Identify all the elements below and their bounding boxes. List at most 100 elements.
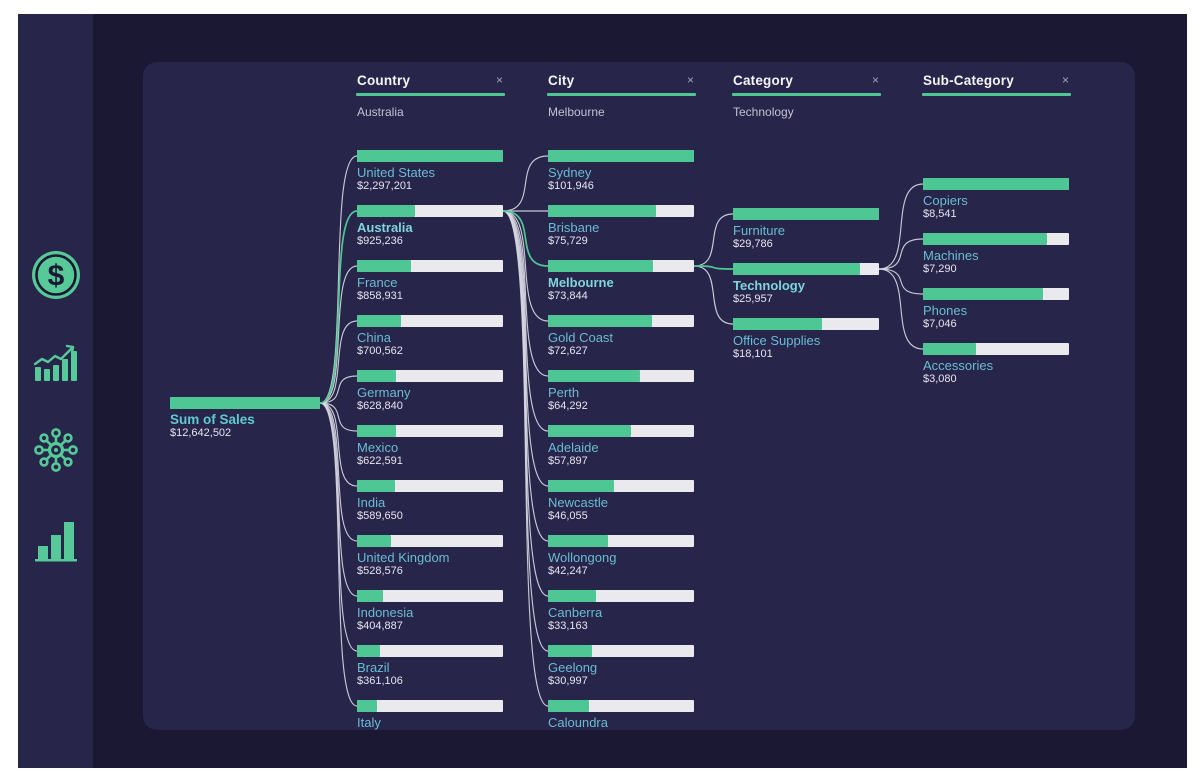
value-bar-fill [357,700,378,712]
tree-node-mexico[interactable]: Mexico$622,591 [357,425,503,471]
tree-node-machines[interactable]: Machines$7,290 [923,233,1069,279]
node-label: Sum of Sales [170,412,255,427]
tree-node-india[interactable]: India$589,650 [357,480,503,526]
tree-node-sydney[interactable]: Sydney$101,946 [548,150,694,196]
tree-node-office-supplies[interactable]: Office Supplies$18,101 [733,318,879,364]
tree-node-italy[interactable]: Italy [357,700,503,730]
tree-node-newcastle[interactable]: Newcastle$46,055 [548,480,694,526]
tree-node-canberra[interactable]: Canberra$33,163 [548,590,694,636]
value-bar [357,700,503,712]
value-bar-fill [923,288,1043,300]
value-bar-fill [548,480,614,492]
node-value: $8,541 [923,208,957,220]
value-bar [357,480,503,492]
value-bar [170,397,320,409]
level-header-category: Category×Technology [732,72,881,124]
node-label: Indonesia [357,605,414,620]
tree-node-perth[interactable]: Perth$64,292 [548,370,694,416]
node-value: $925,236 [357,235,403,247]
value-bar-fill [733,318,823,330]
level-underline [732,93,881,96]
node-label: Newcastle [548,495,608,510]
tree-node-united-kingdom[interactable]: United Kingdom$528,576 [357,535,503,581]
network-icon[interactable] [32,426,80,479]
level-header-sub-category: Sub-Category× [922,72,1071,124]
value-bar [357,315,503,327]
node-label: Copiers [923,193,968,208]
tree-node-china[interactable]: China$700,562 [357,315,503,361]
node-label: United Kingdom [357,550,450,565]
tree-node-gold-coast[interactable]: Gold Coast$72,627 [548,315,694,361]
node-value: $72,627 [548,345,588,357]
tree-node-geelong[interactable]: Geelong$30,997 [548,645,694,691]
node-value: $361,106 [357,675,403,687]
tree-node-adelaide[interactable]: Adelaide$57,897 [548,425,694,471]
value-bar [548,370,694,382]
node-label: Perth [548,385,580,400]
tree-node-caloundra[interactable]: Caloundra [548,700,694,730]
tree-node-indonesia[interactable]: Indonesia$404,887 [357,590,503,636]
value-bar [357,425,503,437]
node-label: Mexico [357,440,399,455]
remove-level-icon[interactable]: × [871,73,879,87]
node-value: $101,946 [548,180,594,192]
node-value: $700,562 [357,345,403,357]
tree-node-australia[interactable]: Australia$925,236 [357,205,503,251]
tree-node-accessories[interactable]: Accessories$3,080 [923,343,1069,389]
level-selected-value: Australia [357,105,404,119]
value-bar-fill [357,480,395,492]
tree-node-wollongong[interactable]: Wollongong$42,247 [548,535,694,581]
value-bar-fill [548,425,632,437]
remove-level-icon[interactable]: × [686,73,694,87]
value-bar-fill [548,590,597,602]
node-label: Adelaide [548,440,599,455]
tree-node-sum-of-sales[interactable]: Sum of Sales$12,642,502 [170,397,320,443]
tree-node-technology[interactable]: Technology$25,957 [733,263,879,309]
value-bar [733,208,879,220]
node-label: India [357,495,386,510]
tree-node-furniture[interactable]: Furniture$29,786 [733,208,879,254]
node-value: $57,897 [548,455,588,467]
tree-node-united-states[interactable]: United States$2,297,201 [357,150,503,196]
node-label: Brazil [357,660,390,675]
tree-node-brazil[interactable]: Brazil$361,106 [357,645,503,691]
node-value: $75,729 [548,235,588,247]
value-bar-fill [923,178,1069,190]
value-bar [357,645,503,657]
tree-node-melbourne[interactable]: Melbourne$73,844 [548,260,694,306]
tree-node-copiers[interactable]: Copiers$8,541 [923,178,1069,224]
node-value: $7,290 [923,263,957,275]
level-underline [356,93,505,96]
node-label: China [357,330,391,345]
value-bar-fill [357,205,416,217]
tree-node-brisbane[interactable]: Brisbane$75,729 [548,205,694,251]
level-title: Country [357,73,411,88]
value-bar-fill [548,260,654,272]
node-label: Sydney [548,165,592,180]
bar-chart-icon[interactable] [33,519,79,568]
remove-level-icon[interactable]: × [1061,73,1069,87]
tree-node-phones[interactable]: Phones$7,046 [923,288,1069,334]
node-label: Melbourne [548,275,614,290]
tree-node-france[interactable]: France$858,931 [357,260,503,306]
value-bar [357,260,503,272]
level-underline [547,93,696,96]
node-value: $73,844 [548,290,588,302]
tree-node-germany[interactable]: Germany$628,840 [357,370,503,416]
trend-chart-icon[interactable] [33,342,79,387]
dollar-coin-icon[interactable]: $ [31,250,81,305]
value-bar-fill [733,208,879,220]
node-value: $622,591 [357,455,403,467]
node-value: $3,080 [923,373,957,385]
node-label: Italy [357,715,381,730]
remove-level-icon[interactable]: × [495,73,503,87]
svg-text:$: $ [47,260,64,293]
node-value: $2,297,201 [357,180,413,192]
node-value: $589,650 [357,510,403,522]
node-value: $628,840 [357,400,403,412]
value-bar-fill [357,370,397,382]
node-value: $858,931 [357,290,403,302]
value-bar [548,590,694,602]
node-value: $7,046 [923,318,957,330]
